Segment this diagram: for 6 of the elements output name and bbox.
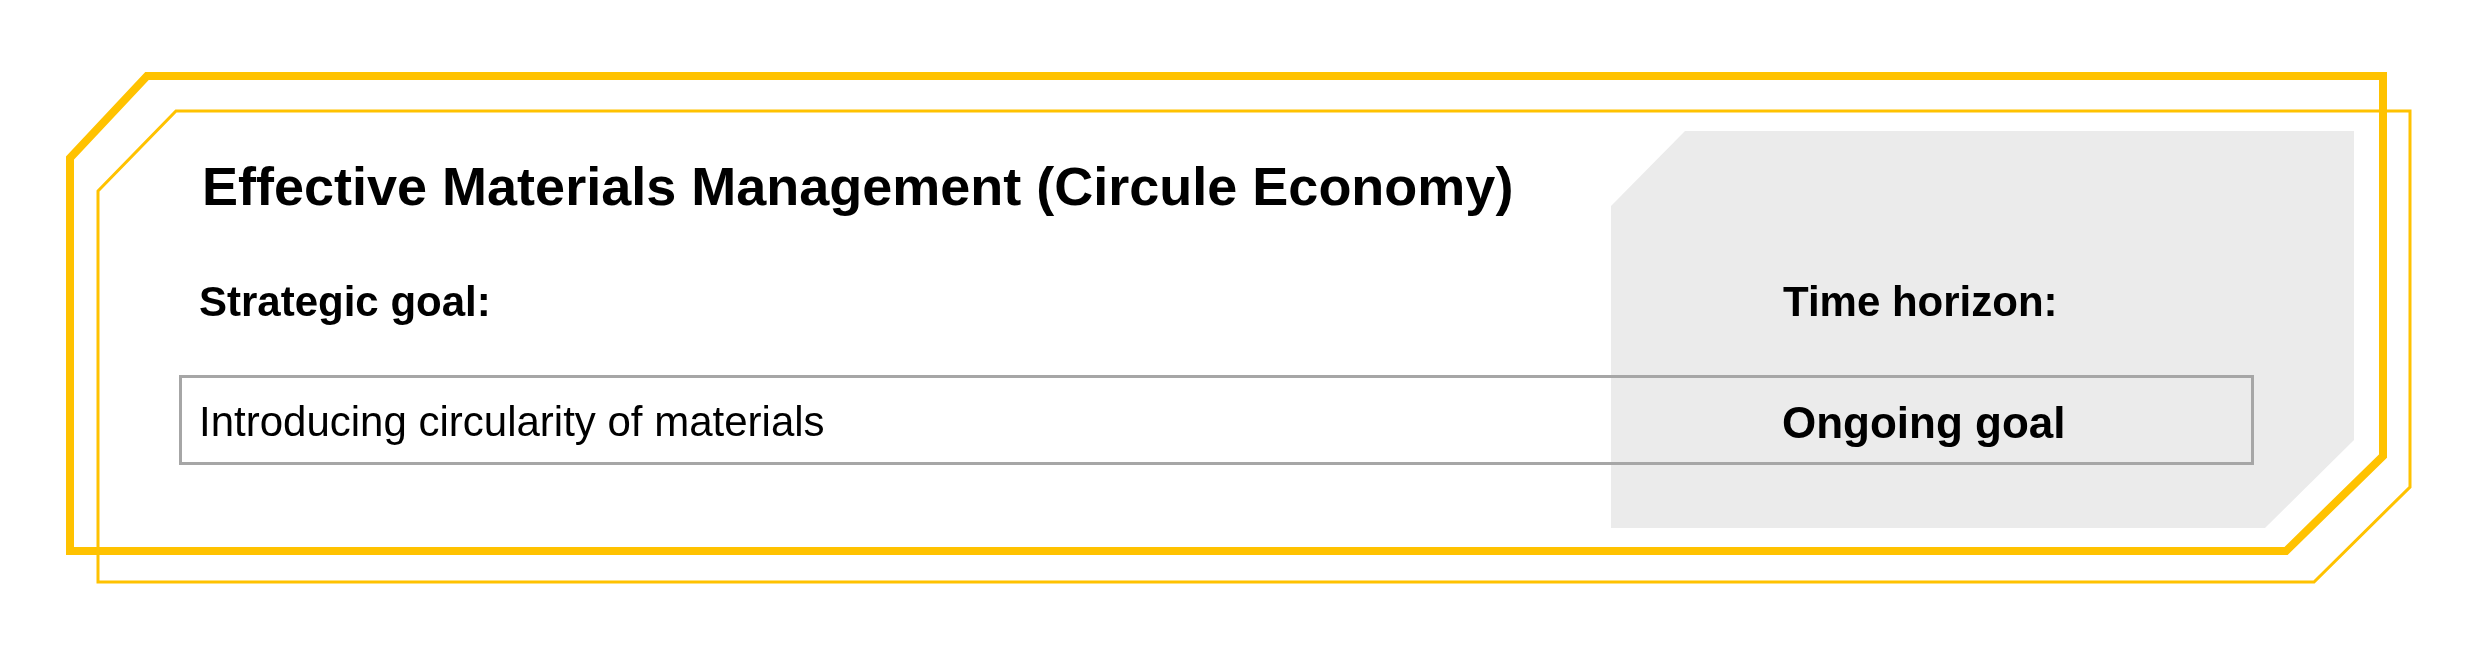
field-label: Strategic goal: <box>199 278 491 326</box>
heading: Effective Materials Management (Circule Economy) <box>202 155 1514 217</box>
goal-row <box>179 375 2254 465</box>
field-label: Time horizon: <box>1783 278 2058 326</box>
time-horizon-value: Ongoing goal <box>1782 398 2066 448</box>
goal-text: Introducing circularity of materials <box>199 398 825 446</box>
